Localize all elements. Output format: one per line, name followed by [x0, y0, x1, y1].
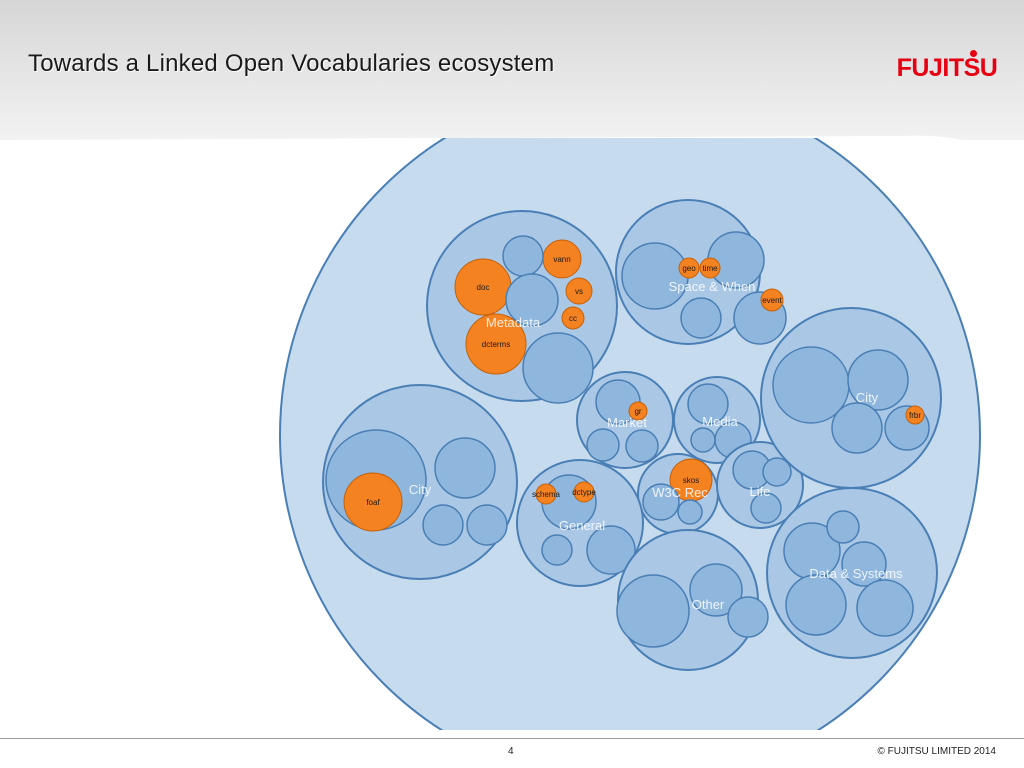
subgroup-circle	[762, 457, 792, 487]
copyright-notice: © FUJITSU LIMITED 2014	[877, 746, 996, 757]
vocab-label: frbr	[909, 411, 921, 420]
vocab-label: gr	[634, 407, 641, 416]
subgroup-circle	[502, 235, 544, 277]
vocab-label: skos	[683, 476, 699, 485]
subgroup-circle	[856, 579, 914, 637]
group-space-when: geo time event Space & When	[615, 199, 787, 345]
subgroup-circle	[616, 574, 690, 648]
subgroup-circle	[690, 427, 716, 453]
footer-divider	[0, 738, 1024, 739]
subgroup-circle	[785, 574, 847, 636]
group-w3c-rec: skos W3C Rec	[637, 453, 719, 535]
vocab-bubble	[628, 401, 648, 421]
vocab-bubble	[343, 472, 403, 532]
vocab-label: event	[762, 296, 782, 305]
subgroup-circle	[687, 383, 729, 425]
subgroup-circle	[586, 525, 636, 575]
vocab-bubble	[678, 257, 700, 279]
vocab-label: foaf	[366, 498, 380, 507]
group-label: City	[856, 390, 879, 405]
vocab-bubble	[760, 288, 784, 312]
group-data-systems: Data & Systems	[766, 487, 938, 659]
vocab-bubble	[699, 257, 721, 279]
fujitsu-logo: FUJITSU	[894, 50, 1000, 90]
subgroup-circle	[621, 242, 689, 310]
subgroup-circle	[841, 541, 887, 587]
group-label: Data & Systems	[809, 566, 903, 581]
vocab-label: cc	[569, 314, 577, 323]
subgroup-circle	[677, 499, 703, 525]
page-number: 4	[508, 746, 514, 757]
group-label: Media	[702, 414, 738, 429]
subgroup-circle	[727, 596, 769, 638]
vocab-label: dcterms	[482, 340, 510, 349]
group-label: Market	[607, 415, 647, 430]
vocab-label: dctype	[572, 488, 596, 497]
group-metadata: doc dcterms vann vs cc Metadata	[426, 210, 618, 404]
slide-header	[0, 0, 1024, 140]
group-label: City	[409, 482, 432, 497]
group-label: Space & When	[669, 279, 756, 294]
subgroup-circle	[466, 504, 508, 546]
group-label: Metadata	[486, 315, 541, 330]
vocab-bubble	[465, 313, 527, 375]
group-life: Life	[716, 441, 804, 529]
subgroup-circle	[541, 534, 573, 566]
subgroup-circle	[625, 429, 659, 463]
subgroup-circle	[434, 437, 496, 499]
group-label: Life	[750, 484, 771, 499]
subgroup-circle	[689, 563, 743, 617]
subgroup-circle	[505, 273, 559, 327]
slide-title: Towards a Linked Open Vocabularies ecosy…	[28, 50, 555, 77]
group-general: schema dctype General	[516, 459, 644, 587]
subgroup-circle	[847, 349, 909, 411]
subgroup-circle	[826, 510, 860, 544]
group-label: General	[559, 518, 605, 533]
group-other: Other	[616, 529, 769, 671]
vocab-label: doc	[477, 283, 490, 292]
subgroup-circle	[522, 332, 594, 404]
logo-infinity-mark	[970, 50, 977, 57]
subgroup-circle	[750, 492, 782, 524]
subgroup-circle	[831, 402, 883, 454]
vocab-label: vann	[553, 255, 570, 264]
group-city-right: frbr City	[760, 307, 942, 489]
vocab-label: vs	[575, 287, 583, 296]
vocab-bubble	[565, 277, 593, 305]
group-label: W3C Rec	[652, 485, 708, 500]
group-market: gr Market	[576, 371, 674, 469]
vocab-label: schema	[532, 490, 561, 499]
vocab-label: geo	[682, 264, 696, 273]
subgroup-circle	[642, 483, 680, 521]
vocab-label: time	[702, 264, 718, 273]
group-media: Media	[673, 376, 761, 464]
vocab-bubble	[535, 483, 557, 505]
subgroup-circle	[680, 297, 722, 339]
vocab-bubble	[561, 306, 585, 330]
group-city: foaf City	[322, 384, 518, 580]
vocab-bubble	[905, 405, 925, 425]
subgroup-circle	[422, 504, 464, 546]
vocab-bubble	[573, 481, 595, 503]
group-label: Other	[692, 597, 725, 612]
subgroup-circle	[586, 428, 620, 462]
logo-wordmark: FUJITSU	[896, 54, 998, 82]
